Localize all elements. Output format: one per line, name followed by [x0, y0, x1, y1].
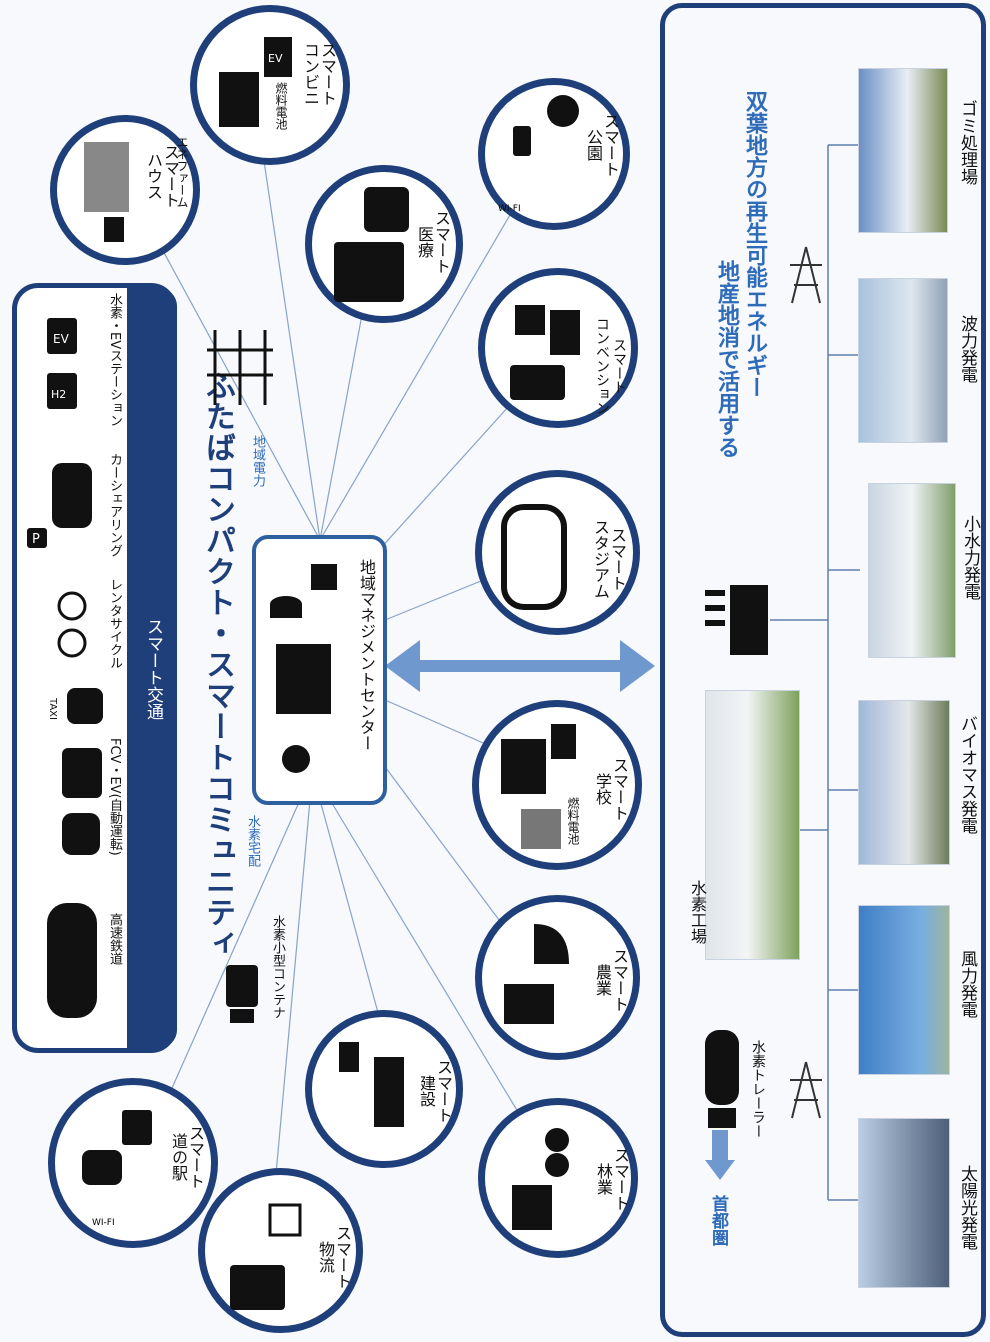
circle-smart-construction[interactable]: スマート 建設 [305, 1010, 463, 1168]
circle-smart-stadium-text: スマート スタジアム [591, 519, 627, 599]
h2-container-truck-icon [226, 965, 258, 1023]
label-small-hydro: 小水力発電 [960, 515, 980, 600]
transport-item-taxi: TAXI [47, 698, 58, 720]
circle-smart-park[interactable]: スマート 公園 WI-FI [478, 78, 630, 230]
transport-header-band [127, 288, 177, 1048]
circle-smart-school[interactable]: スマート 学校 燃料電池 [472, 700, 642, 870]
transport-item-rental-cycle: レンタサイクル [107, 578, 122, 669]
circle-smart-house-text: スマート ハウス [144, 144, 180, 208]
photo-wind-power [858, 905, 950, 1075]
circle-smart-farm-text: スマート 農業 [593, 948, 629, 1012]
photo-wave-power [858, 278, 948, 443]
circle-smart-farm[interactable]: スマート 農業 [475, 895, 640, 1060]
medical-icon [334, 187, 409, 302]
management-center-box[interactable]: 地域マネジメントセンター [252, 535, 387, 805]
circle-smart-konbini[interactable]: スマート コンビニ 燃料電池 EV [190, 5, 350, 165]
circle-smart-park-text: スマート 公園 [584, 113, 620, 177]
svg-text:H2: H2 [51, 388, 66, 401]
label-hydrogen-factory: 水素工場 [688, 880, 707, 944]
circle-smart-forest-text: スマート 林業 [594, 1147, 630, 1211]
circle-smart-house-sub: エネファーム [175, 136, 189, 208]
michinoeki-icon: WI-FI [82, 1110, 152, 1228]
farm-icon [504, 924, 569, 1024]
circle-smart-konbini-sub: 燃料電池 [274, 82, 288, 130]
transport-item-hsr: 高速鉄道 [107, 913, 122, 965]
circle-smart-convention-text: スマート コンベンション [594, 317, 627, 415]
label-hydrogen-trailer: 水素トレーラー [750, 1040, 766, 1138]
label-garbage-plant: ゴミ処理場 [957, 100, 977, 185]
circle-smart-konbini-text: スマート コンビニ [301, 42, 337, 106]
circle-smart-medical[interactable]: スマート 医療 [305, 165, 463, 323]
building-icon [270, 564, 337, 773]
photo-biomass [858, 700, 950, 865]
energy-title-line1: 地産地消で活用する [714, 260, 739, 458]
transport-section-label: スマート交通 [143, 618, 163, 720]
photo-garbage-plant [858, 68, 948, 233]
park-icon: WI-FI [498, 95, 579, 214]
stadium-icon [501, 504, 567, 610]
photo-hydrogen-factory [705, 690, 800, 960]
factory-icon [705, 585, 768, 655]
transport-icons: EV H2 P [27, 318, 103, 1018]
photo-solar-power [858, 1118, 950, 1288]
transport-item-fcv-ev: FCV・EV(自動運転) [107, 738, 122, 856]
hydrogen-trailer-icon [705, 1030, 739, 1128]
transport-item-h2-ev-station: 水素・EVステーション [107, 293, 122, 428]
label-capital-region: 首都圏 [708, 1195, 728, 1246]
label-solar-power: 太陽光発電 [957, 1165, 977, 1250]
svg-text:EV: EV [53, 332, 70, 346]
circle-smart-medical-text: スマート 医療 [415, 210, 451, 274]
label-wave-power: 波力発電 [957, 315, 977, 383]
svg-text:P: P [32, 532, 40, 547]
circle-smart-school-text: スマート 学校 [593, 757, 629, 821]
logistics-icon [230, 1203, 302, 1310]
circle-smart-house[interactable]: スマート ハウス エネファーム [50, 115, 200, 265]
circle-smart-logistics-text: スマート 物流 [316, 1225, 352, 1289]
svg-text:WI-FI: WI-FI [498, 204, 521, 214]
konbini-icon: EV [219, 37, 292, 127]
convention-icon [510, 305, 580, 400]
circle-smart-logistics[interactable]: スマート 物流 [198, 1168, 363, 1333]
circle-smart-convention[interactable]: スマート コンベンション [478, 268, 638, 428]
transport-item-carshare: カーシェアリング [107, 453, 122, 557]
construction-icon [339, 1042, 404, 1127]
circle-smart-stadium[interactable]: スマート スタジアム [475, 470, 640, 635]
management-center-label: 地域マネジメントセンター [357, 559, 376, 751]
circle-smart-michinoeki-text: スマート 道の駅 [169, 1125, 205, 1189]
circle-smart-michinoeki[interactable]: スマート 道の駅 WI-FI [48, 1078, 218, 1248]
pylon-icon [790, 246, 822, 304]
energy-title-line2: 双葉地方の再生可能エネルギー [742, 90, 767, 398]
container-label: 水素小型コンテナ [270, 915, 285, 1019]
page-title: ふたばコンパクト・スマートコミュニティ [200, 370, 235, 959]
power-pylons-icon [207, 330, 273, 405]
pylon-icon [790, 1061, 822, 1119]
power-label: 地域電力 [250, 435, 265, 487]
label-biomass: バイオマス発電 [957, 715, 977, 834]
house-icon [84, 142, 129, 242]
circle-smart-forest[interactable]: スマート 林業 [478, 1098, 638, 1258]
circle-smart-school-sub: 燃料電池 [566, 797, 580, 845]
forest-icon [512, 1128, 569, 1230]
svg-text:EV: EV [268, 52, 283, 65]
photo-small-hydro [868, 483, 956, 658]
smart-transport-panel: スマート交通 高速鉄道 FCV・EV(自動運転) TAXI レンタサイクル カー… [12, 283, 177, 1053]
energy-panel [660, 3, 986, 1337]
label-wind-power: 風力発電 [957, 950, 977, 1018]
hydrogen-delivery-label: 水素宅配 [245, 815, 260, 867]
svg-text:WI-FI: WI-FI [92, 1218, 115, 1228]
circle-smart-construction-text: スマート 建設 [417, 1059, 453, 1123]
school-icon [501, 724, 576, 849]
